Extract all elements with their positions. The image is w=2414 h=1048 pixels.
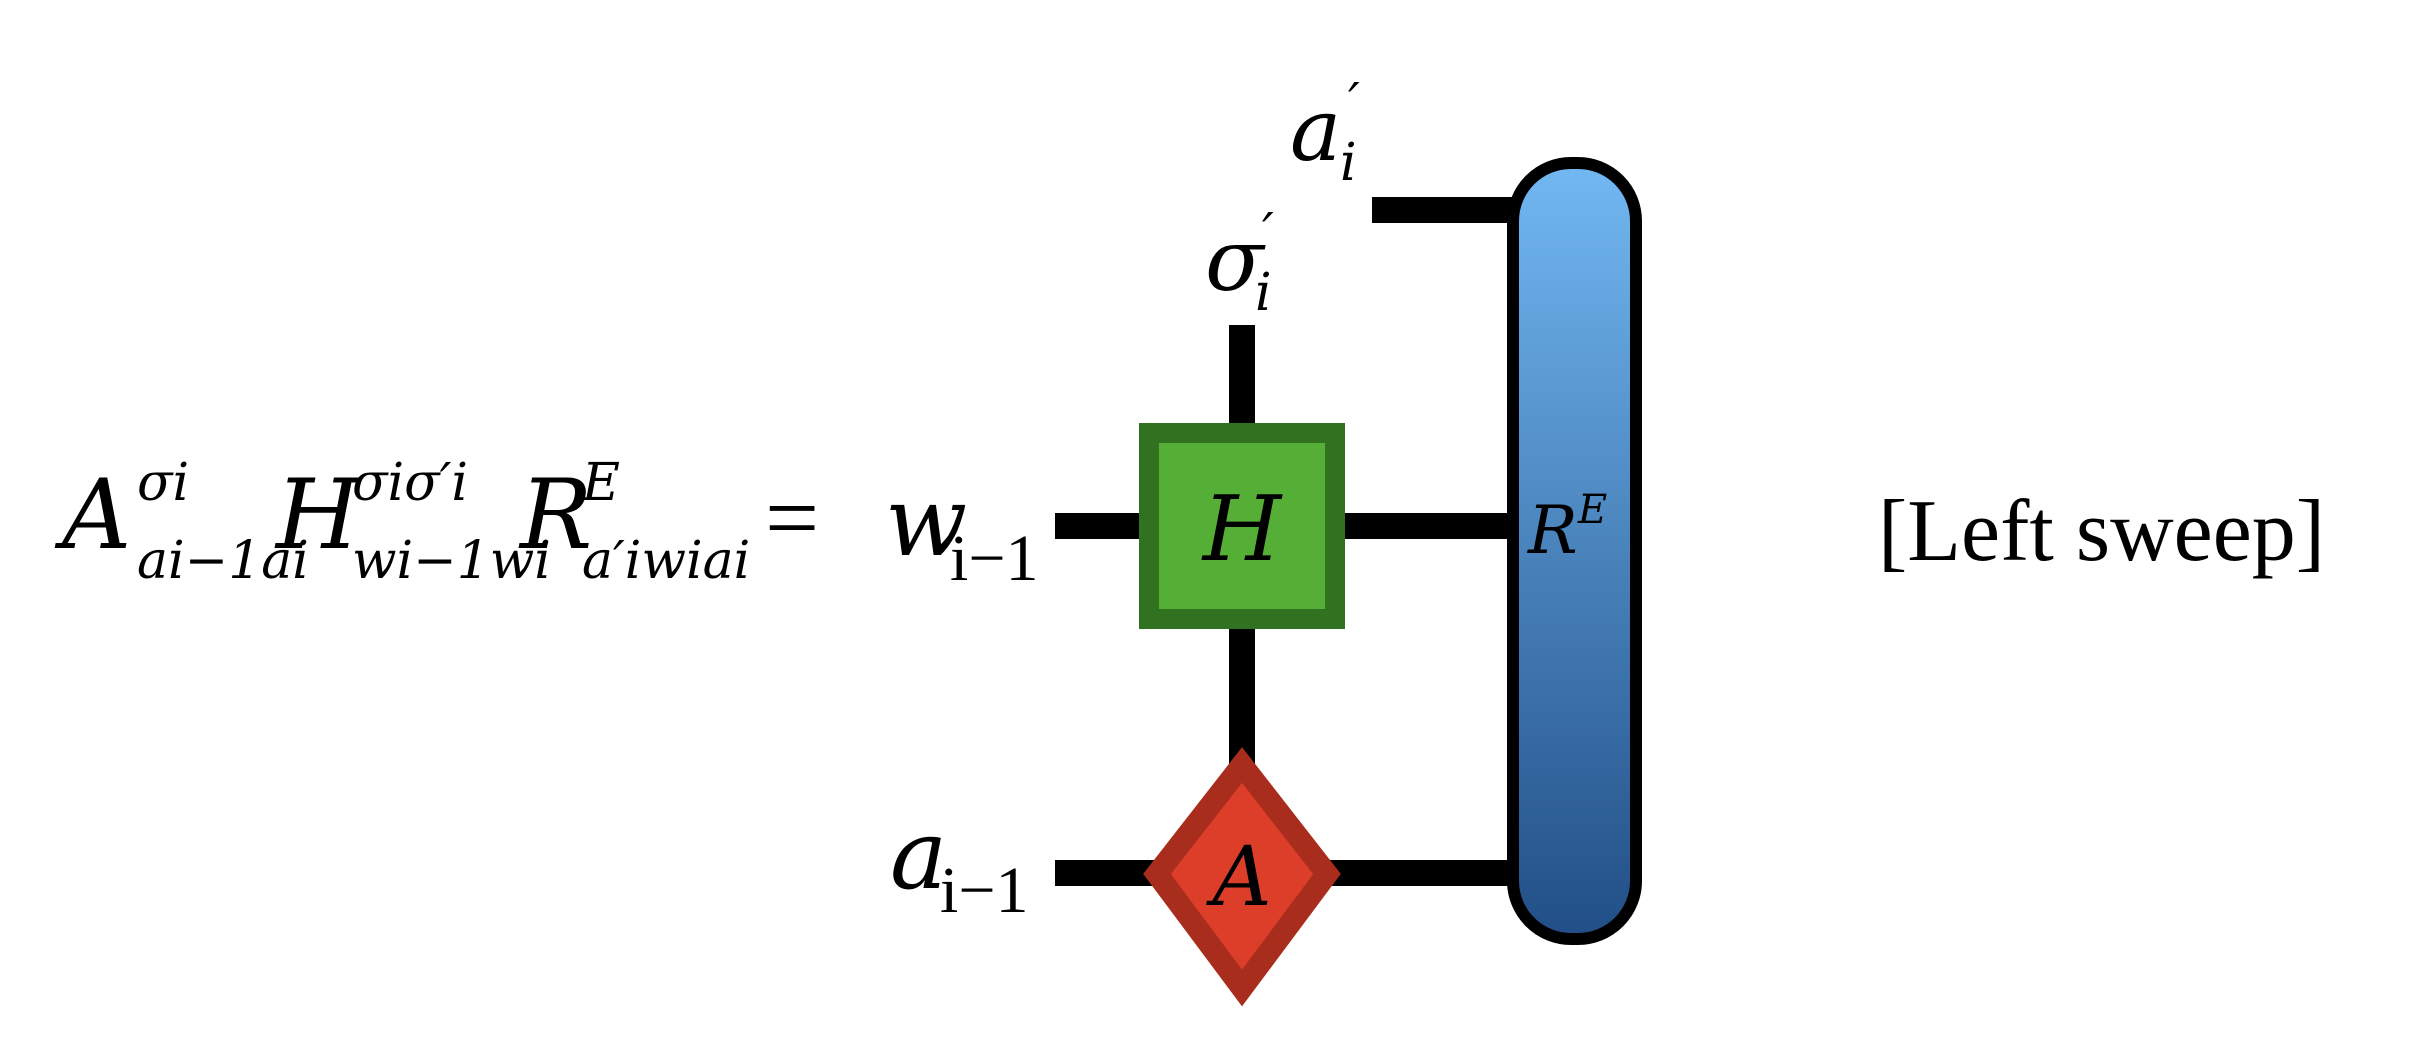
- eq-A-sub: ai−1ai: [137, 531, 309, 591]
- label-a-top: a: [1290, 81, 1341, 181]
- eq-R: R: [518, 459, 592, 571]
- eq-H-sup: σiσ′i: [352, 453, 468, 513]
- leg-labels: w i−1 a i−1 σ ′ i a ′ i: [885, 73, 1360, 927]
- tensor-R-label: R: [1527, 492, 1578, 569]
- tensor-H-body: [1139, 423, 1345, 629]
- tensor-H-label: H: [1201, 477, 1283, 582]
- eq-A: A: [54, 459, 131, 571]
- label-a-top-sub: i: [1340, 133, 1357, 193]
- eq-H-sub: wi−1wi: [352, 531, 551, 591]
- eq-A-sup: σi: [137, 453, 189, 513]
- eq-R-sup: E: [581, 453, 620, 513]
- tensor-R: R E: [1507, 157, 1642, 945]
- tensor-R-body: [1507, 157, 1642, 945]
- tensor-A-body: [1143, 747, 1341, 1007]
- tensor-H: H: [1139, 423, 1345, 629]
- eq-equals: =: [765, 464, 819, 571]
- label-w-left: w: [885, 466, 967, 578]
- tensor-A: A: [1143, 747, 1341, 1007]
- label-a-left: a: [890, 799, 947, 911]
- label-sigma-sub: i: [1255, 263, 1272, 323]
- label-a-top-prime: ′: [1348, 73, 1360, 133]
- label-sigma-prime: ′: [1262, 203, 1274, 263]
- eq-R-sub: a′iwiai: [582, 531, 750, 591]
- tensor-R-label-sup: E: [1577, 487, 1607, 533]
- eq-H: H: [274, 459, 362, 571]
- label-a-left-sub: i−1: [940, 854, 1029, 927]
- label-sigma-top: σ: [1205, 211, 1266, 311]
- tensor-A-label: A: [1205, 830, 1271, 925]
- label-w-left-sub: i−1: [950, 522, 1039, 595]
- equation: A σi ai−1ai H σiσ′i wi−1wi R E a′iwiai =: [54, 453, 819, 591]
- sweep-label: [Left sweep]: [1878, 483, 2325, 580]
